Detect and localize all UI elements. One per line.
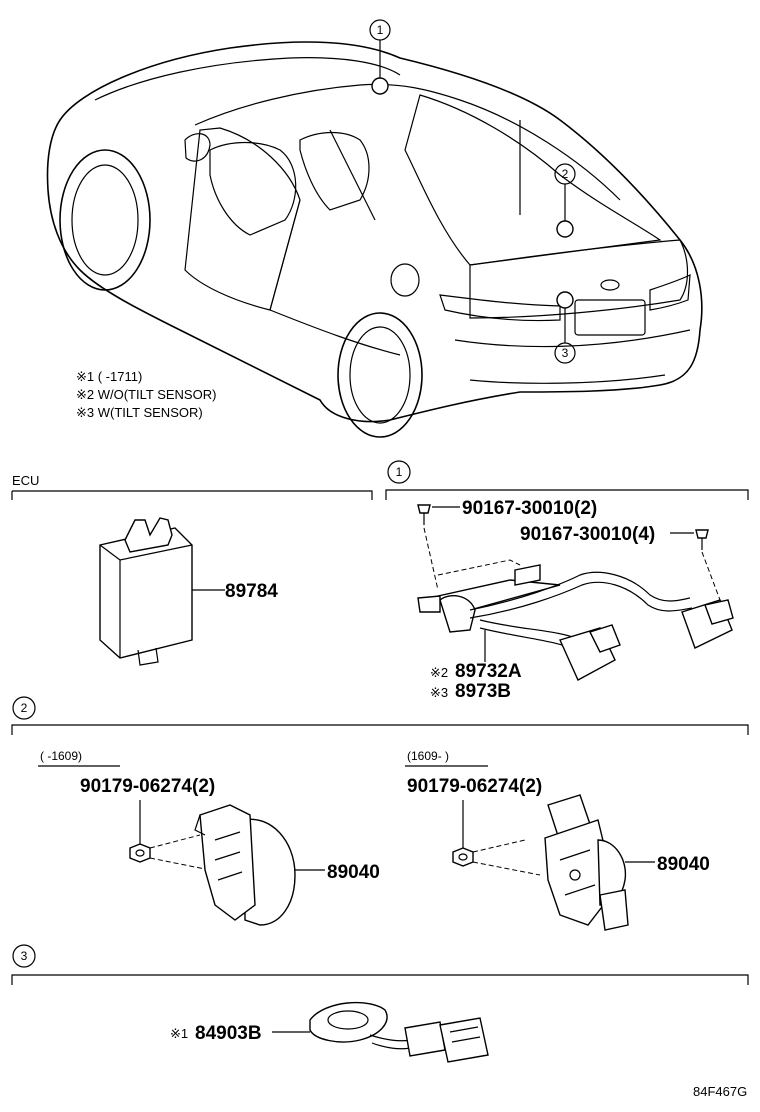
part-89732a: 89732A [455, 661, 522, 682]
nut-left: 90179-06274(2) [80, 776, 215, 797]
part-89784: 89784 [225, 581, 278, 602]
bolt-b [695, 529, 709, 550]
part-89040-right: 89040 [657, 854, 710, 875]
bolt-a [417, 504, 431, 525]
range-right: (1609- ) [407, 749, 449, 763]
section-3-bracket [11, 974, 749, 985]
actuator-right [544, 794, 629, 931]
nut-left-icon [129, 843, 151, 863]
note-2: ※2 W/O(TILT SENSOR) [76, 387, 216, 402]
nut-right-icon [452, 847, 474, 867]
callout-2-section: 2 [12, 696, 36, 720]
bolt-90167-30010-2: 90167-30010(2) [462, 498, 597, 519]
ecu-module [99, 517, 193, 666]
section-2-bracket [11, 724, 749, 735]
actuator-left [194, 804, 296, 926]
nut-right: 90179-06274(2) [407, 776, 542, 797]
note-1: ※1 ( -1711) [76, 369, 142, 384]
wire-harness [309, 1001, 489, 1063]
svg-text:2: 2 [21, 701, 28, 715]
callout-3-top: 3 [554, 342, 576, 364]
svg-text:1: 1 [396, 465, 403, 479]
note-3: ※3 W(TILT SENSOR) [76, 405, 203, 420]
figure-code: 84F467G [693, 1084, 747, 1099]
mount-point-1 [371, 77, 389, 95]
mount-point-3 [556, 291, 574, 309]
vehicle-illustration [46, 40, 703, 438]
range-left: ( -1609) [40, 749, 82, 763]
svg-text:1: 1 [377, 23, 384, 37]
ecu-bracket [12, 490, 373, 500]
svg-text:3: 3 [562, 346, 569, 360]
callout-3-section: 3 [12, 944, 36, 968]
mount-point-2 [556, 220, 574, 238]
svg-text:3: 3 [21, 949, 28, 963]
sensor-b-mark: ※3 [430, 685, 448, 700]
part-84903b: 84903B [195, 1023, 262, 1044]
section-1-bracket [385, 489, 749, 500]
part-89040-left: 89040 [327, 862, 380, 883]
svg-text:2: 2 [562, 167, 569, 181]
ecu-title: ECU [12, 473, 39, 488]
callout-1-section: 1 [387, 460, 411, 484]
callout-1-top: 1 [369, 19, 391, 41]
height-sensor-assembly [417, 564, 734, 681]
callout-2-top: 2 [554, 163, 576, 185]
section3-mark: ※1 [170, 1026, 188, 1041]
sensor-a-mark: ※2 [430, 665, 448, 680]
bolt-90167-30010-4: 90167-30010(4) [520, 524, 655, 545]
part-8973b: 8973B [455, 681, 511, 702]
